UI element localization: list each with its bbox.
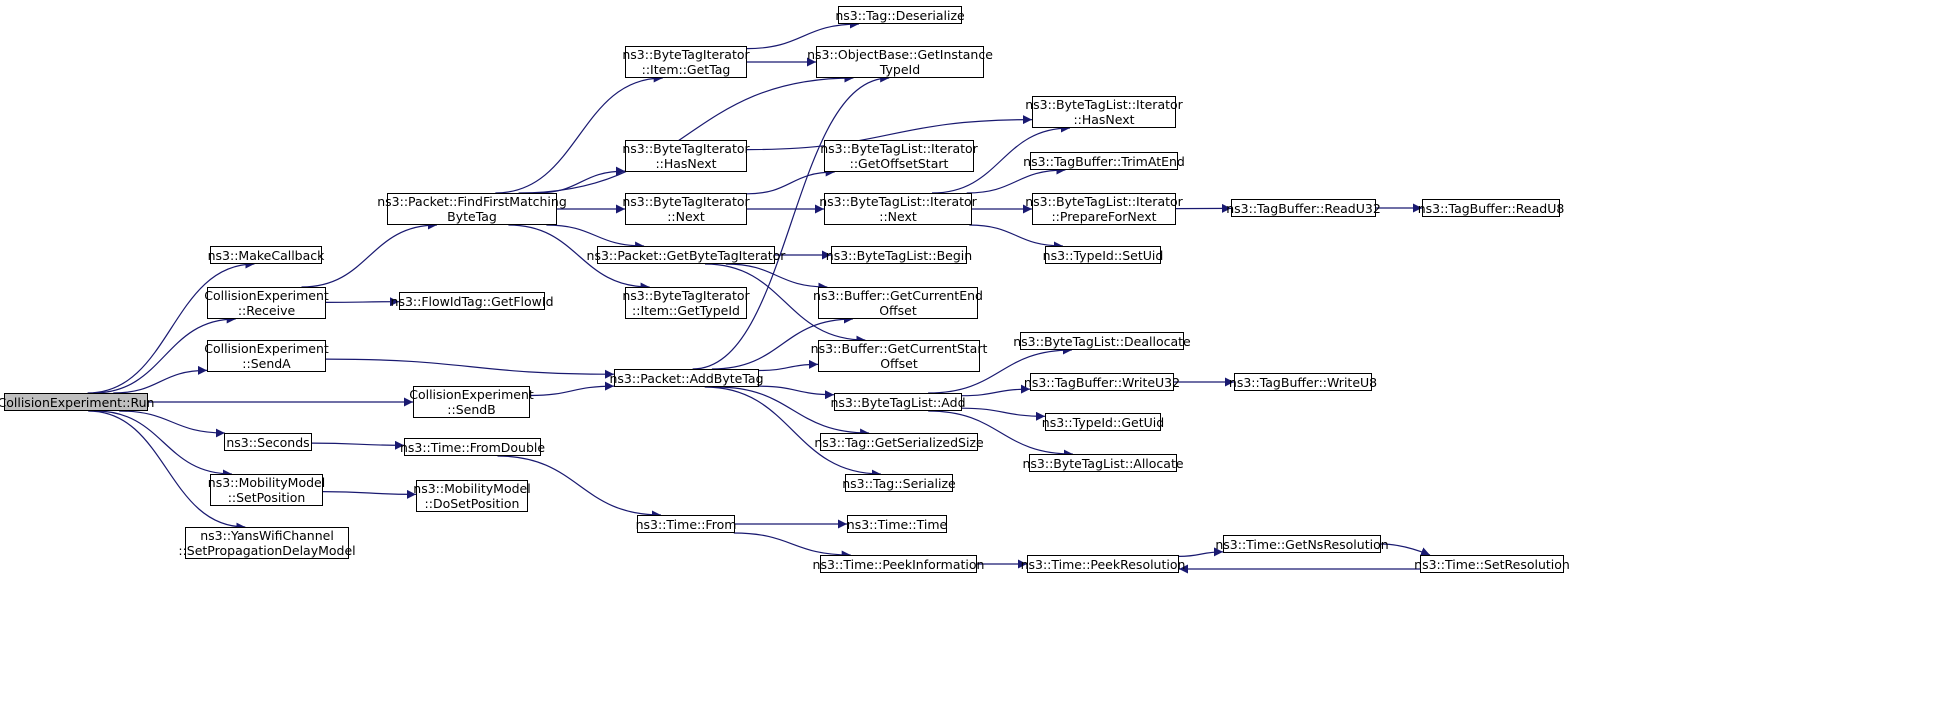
edge-run-to-senda xyxy=(113,365,208,394)
edge-getbytetagiter-to-buf_startoffset xyxy=(704,263,866,345)
edge-sendb-to-addbytetag xyxy=(529,381,615,397)
node-byte-tag-list-prepare-for-next[interactable]: ns3::ByteTagList::Iterator ::PrepareForN… xyxy=(1025,193,1183,225)
edge-btl_next-to-trimatend xyxy=(966,165,1066,194)
node-byte-tag-list-iterator-has-next[interactable]: ns3::ByteTagList::Iterator ::HasNext xyxy=(1025,96,1183,128)
node-time-from[interactable]: ns3::Time::From xyxy=(635,515,737,533)
edge-bti_hasnext-to-btl_hasnext xyxy=(746,115,1033,151)
node-set-propagation-delay-model[interactable]: ns3::YansWifiChannel ::SetPropagationDel… xyxy=(178,527,356,559)
node-byte-tag-list-add[interactable]: ns3::ByteTagList::Add xyxy=(830,393,966,411)
node-byte-tag-iterator-has-next[interactable]: ns3::ByteTagIterator ::HasNext xyxy=(622,140,750,172)
node-from-double[interactable]: ns3::Time::FromDouble xyxy=(399,438,546,456)
node-type-id-set-uid[interactable]: ns3::TypeId::SetUid xyxy=(1042,246,1164,264)
edge-seconds-to-fromdouble xyxy=(311,440,405,450)
node-get-instance-type-id[interactable]: ns3::ObjectBase::GetInstance TypeId xyxy=(807,46,993,78)
edge-bti_next-to-btl_getoffsetstart xyxy=(746,167,835,195)
node-set-position[interactable]: ns3::MobilityModel ::SetPosition xyxy=(207,474,326,506)
edge-btl_add-to-writeu32 xyxy=(961,384,1031,397)
edge-btl_add-to-dealloc xyxy=(928,345,1072,394)
edge-findfirst-to-itemgettypeid xyxy=(508,224,650,292)
node-type-id-get-uid[interactable]: ns3::TypeId::GetUid xyxy=(1041,413,1165,431)
edge-run-to-seconds xyxy=(119,410,225,438)
node-collision-experiment-run[interactable]: CollisionExperiment::Run xyxy=(0,393,155,411)
node-send-b[interactable]: CollisionExperiment ::SendB xyxy=(409,386,534,418)
node-add-byte-tag[interactable]: ns3::Packet::AddByteTag xyxy=(609,369,764,387)
node-make-callback[interactable]: ns3::MakeCallback xyxy=(207,246,325,264)
node-byte-tag-list-deallocate[interactable]: ns3::ByteTagList::Deallocate xyxy=(1013,332,1191,350)
node-tag-buffer-read-u32[interactable]: ns3::TagBuffer::ReadU32 xyxy=(1226,199,1381,217)
node-time-peek-resolution[interactable]: ns3::Time::PeekResolution xyxy=(1020,555,1186,573)
edge-btl_add-to-getuid xyxy=(961,407,1046,421)
edge-findfirst-to-bti_hasnext xyxy=(536,166,626,194)
node-time-set-resolution[interactable]: ns3::Time::SetResolution xyxy=(1414,555,1570,573)
node-do-set-position[interactable]: ns3::MobilityModel ::DoSetPosition xyxy=(413,480,531,512)
node-byte-tag-list-begin[interactable]: ns3::ByteTagList::Begin xyxy=(825,246,973,264)
node-tag-serialize[interactable]: ns3::Tag::Serialize xyxy=(842,474,956,492)
edge-receive-to-getflowid xyxy=(325,297,400,307)
edge-run-to-receive xyxy=(93,314,236,394)
node-send-a[interactable]: CollisionExperiment ::SendA xyxy=(204,340,329,372)
edge-addbytetag-to-buf_startoffset xyxy=(758,359,819,372)
node-tag-buffer-read-u8[interactable]: ns3::TagBuffer::ReadU8 xyxy=(1417,199,1565,217)
edge-addbytetag-to-buf_endoffset xyxy=(711,314,853,370)
edge-btl_next-to-setuid xyxy=(969,224,1063,251)
edge-timefrom-to-peekinfo xyxy=(733,532,851,560)
node-get-flow-id[interactable]: ns3::FlowIdTag::GetFlowId xyxy=(390,292,554,310)
edge-findfirst-to-getinstancetypeid xyxy=(518,73,854,194)
edge-btl_next-to-btl_hasnext xyxy=(931,123,1071,194)
edge-getnsres-to-setres xyxy=(1380,543,1431,556)
edge-btl_add-to-allocate xyxy=(928,410,1073,459)
node-find-first-matching-byte-tag[interactable]: ns3::Packet::FindFirstMatching ByteTag xyxy=(377,193,567,225)
edge-addbytetag-to-btl_add xyxy=(758,385,835,400)
edge-addbytetag-to-getinstancetypeid xyxy=(692,73,890,370)
edge-findfirst-to-itemgettag xyxy=(495,73,663,194)
node-byte-tag-list-iterator-next[interactable]: ns3::ByteTagList::Iterator ::Next xyxy=(819,193,977,225)
edge-addbytetag-to-tag_serialize xyxy=(704,386,881,479)
node-receive[interactable]: CollisionExperiment ::Receive xyxy=(204,287,329,319)
node-tag-buffer-write-u32[interactable]: ns3::TagBuffer::WriteU32 xyxy=(1023,373,1181,391)
node-item-get-type-id[interactable]: ns3::ByteTagIterator ::Item::GetTypeId xyxy=(622,287,750,319)
edge-run-to-makecallback xyxy=(87,259,255,394)
node-tag-get-serialized-size[interactable]: ns3::Tag::GetSerializedSize xyxy=(814,433,984,451)
edge-itemgettag-to-tagdeserialize xyxy=(746,19,860,50)
node-seconds[interactable]: ns3::Seconds xyxy=(224,433,312,451)
node-time-get-ns-resolution[interactable]: ns3::Time::GetNsResolution xyxy=(1215,535,1389,553)
node-time-peek-information[interactable]: ns3::Time::PeekInformation xyxy=(812,555,985,573)
edge-run-to-setpropdelay xyxy=(88,410,246,532)
edge-receive-to-findfirst xyxy=(301,220,438,288)
node-tag-buffer-trim-at-end[interactable]: ns3::TagBuffer::TrimAtEnd xyxy=(1023,152,1185,170)
edge-fromdouble-to-timefrom xyxy=(497,455,662,520)
node-item-get-tag[interactable]: ns3::ByteTagIterator ::Item::GetTag xyxy=(622,46,750,78)
edge-findfirst-to-getbytetagiter xyxy=(546,224,645,251)
edge-run-to-setposition xyxy=(95,410,232,479)
node-tag-deserialize[interactable]: ns3::Tag::Deserialize xyxy=(835,6,965,24)
node-byte-tag-list-get-offset-start[interactable]: ns3::ByteTagList::Iterator ::GetOffsetSt… xyxy=(820,140,978,172)
node-buffer-get-current-start-offset[interactable]: ns3::Buffer::GetCurrentStart Offset xyxy=(810,340,988,372)
node-buffer-get-current-end-offset[interactable]: ns3::Buffer::GetCurrentEnd Offset xyxy=(813,287,983,319)
node-time-time[interactable]: ns3::Time::Time xyxy=(846,515,948,533)
edge-peekres-to-getnsres xyxy=(1178,547,1224,557)
node-tag-buffer-write-u8[interactable]: ns3::TagBuffer::WriteU8 xyxy=(1228,373,1378,391)
node-byte-tag-list-allocate[interactable]: ns3::ByteTagList::Allocate xyxy=(1022,454,1184,472)
edge-senda-to-addbytetag xyxy=(325,358,615,379)
edge-getbytetagiter-to-buf_endoffset xyxy=(725,263,828,292)
edge-setposition-to-dosetposition xyxy=(322,489,417,499)
node-get-byte-tag-iterator[interactable]: ns3::Packet::GetByteTagIterator xyxy=(586,246,786,264)
node-byte-tag-iterator-next[interactable]: ns3::ByteTagIterator ::Next xyxy=(622,193,750,225)
edge-addbytetag-to-tag_getsersize xyxy=(716,386,870,438)
